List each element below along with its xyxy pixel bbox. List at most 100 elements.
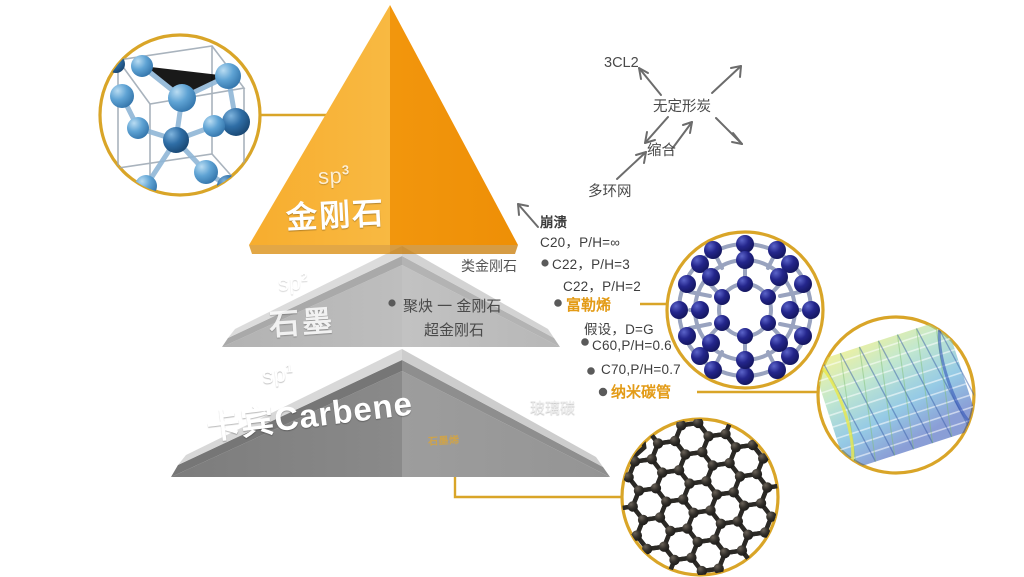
graphene-carbon-atom xyxy=(602,445,612,455)
graphene-carbon-atom xyxy=(781,435,791,445)
graphene-carbon-atom xyxy=(623,472,634,483)
arrow-condense-up xyxy=(671,121,693,150)
tier-sp2-right-bevel xyxy=(402,256,560,347)
graphene-carbon-atom xyxy=(813,475,823,485)
graphene-hexagon xyxy=(777,435,778,472)
graphene-carbon-atom xyxy=(774,569,778,575)
graphene-carbon-atom xyxy=(635,559,647,570)
graphene-carbon-atom xyxy=(631,530,642,541)
graphene-carbon-atom xyxy=(743,419,754,421)
arrow-collapse xyxy=(517,203,539,228)
annotation-collapse: 崩溃 xyxy=(540,215,567,230)
annotation-polyyne: 聚炔 一 金刚石 xyxy=(403,298,502,315)
graphene-carbon-atom xyxy=(751,468,763,480)
tier-sp3-left-face xyxy=(249,5,390,245)
tier-sp1-right-bevel xyxy=(402,360,610,477)
graphene-carbon-atom xyxy=(604,519,614,529)
graphene-carbon-atom xyxy=(794,404,804,414)
graphene-hexagon xyxy=(784,467,818,499)
graphene-carbon-atom xyxy=(767,393,777,403)
bullet-c60 xyxy=(581,338,589,346)
bullet-dots xyxy=(388,259,608,397)
graphene-carbon-atom xyxy=(625,427,636,438)
graphene-carbon-atom xyxy=(642,543,653,555)
tier-sp2-left-bevel xyxy=(222,256,402,347)
callout-diamond-lattice xyxy=(98,33,262,197)
tier-sp2-right-top xyxy=(402,246,554,338)
annotation-dlc: 类金刚石 xyxy=(461,258,517,274)
graphene-carbon-atom xyxy=(755,498,767,509)
annotation-glassy-carbon: 玻璃碳 xyxy=(530,400,576,417)
graphene-carbon-atom xyxy=(701,476,712,487)
bullet-polyyne xyxy=(388,299,396,307)
tier-sp1-left-top xyxy=(178,349,402,465)
annotation-nanotube: 纳米碳管 xyxy=(611,384,672,401)
graphene-carbon-atom xyxy=(787,538,797,548)
graphene-carbon-atom xyxy=(720,428,731,440)
graphene-carbon-atom xyxy=(684,478,695,489)
graphene-carbon-atom xyxy=(673,465,685,476)
graphene-carbon-atom xyxy=(750,395,760,405)
graphene-carbon-atom xyxy=(646,573,657,575)
annotation-c20: C20，P/H=∞ xyxy=(540,235,621,250)
graphene-carbon-atom xyxy=(810,520,820,530)
graphene-carbon-atom xyxy=(774,450,778,462)
flow-node-polyring: 多环网 xyxy=(588,184,632,200)
graphene-hexagon xyxy=(792,525,826,557)
graphene-carbon-atom xyxy=(600,490,610,500)
graphene-carbon-atom xyxy=(705,505,716,516)
graphene-carbon-atom xyxy=(665,525,676,537)
graphene-carbon-atom xyxy=(658,541,670,552)
graphene-carbon-atom xyxy=(798,433,808,443)
graphene-carbon-atom xyxy=(598,416,608,426)
graphene-hexagon xyxy=(797,555,831,577)
graphene-carbon-atom xyxy=(798,552,808,562)
graphene-carbon-atom xyxy=(692,536,703,548)
bullet-dlc xyxy=(541,259,549,267)
graphene-carbon-atom xyxy=(575,434,585,444)
graphene-carbon-atom xyxy=(648,419,660,420)
graphene-carbon-atom xyxy=(770,421,778,433)
graphene-carbon-atom xyxy=(825,563,835,573)
graphene-carbon-atom xyxy=(669,554,680,566)
graphene-carbon-atom xyxy=(743,529,754,540)
graphene-carbon-atom xyxy=(779,480,789,490)
graphene-carbon-atom xyxy=(573,479,583,489)
annotation-superdiamond: 超金刚石 xyxy=(424,322,485,339)
graphene-carbon-atom xyxy=(785,464,795,474)
graphene-carbon-atom xyxy=(686,552,697,563)
graphene-carbon-atom xyxy=(736,545,748,556)
graphene-carbon-atom xyxy=(672,391,682,401)
graphene-carbon-atom xyxy=(682,523,693,534)
arrow-amorphous-to-3cl2 xyxy=(638,67,662,96)
graphene-hexagon xyxy=(772,380,806,412)
graphene-hexagon xyxy=(622,551,627,575)
graphene-carbon-atom xyxy=(584,374,594,384)
graphene-carbon-atom xyxy=(732,516,743,527)
graphene-carbon-atom xyxy=(716,400,726,410)
flow-node-condense: 缩合 xyxy=(647,143,676,159)
graphene-carbon-atom xyxy=(688,507,699,518)
graphene-carbon-atom xyxy=(642,424,653,436)
graphene-hexagon xyxy=(746,419,778,432)
graphene-carbon-atom xyxy=(676,420,687,431)
graphene-hexagon xyxy=(743,559,778,575)
graphene-carbon-atom xyxy=(622,419,626,425)
graphene-carbon-atom xyxy=(762,482,773,493)
graphene-carbon-atom xyxy=(654,512,666,523)
graphene-carbon-atom xyxy=(592,432,602,442)
graphene-carbon-atom xyxy=(697,446,708,458)
annotation-c22b: C22，P/H=2 xyxy=(563,279,641,294)
graphene-carbon-atom xyxy=(764,556,775,567)
graphene-hexagon xyxy=(622,522,623,559)
graphene-carbon-atom xyxy=(817,504,827,514)
tier-sp3-right-face xyxy=(390,5,518,245)
graphene-carbon-atom xyxy=(637,514,649,526)
flow-node-amorphous: 无定形炭 xyxy=(653,99,711,115)
graphene-hexagon xyxy=(622,562,654,575)
bullet-c70 xyxy=(587,367,595,375)
graphene-carbon-atom xyxy=(770,540,778,552)
graphene-carbon-atom xyxy=(699,402,709,412)
graphene-carbon-atom xyxy=(567,376,577,386)
arrow-amorphous-down-left xyxy=(644,116,669,144)
